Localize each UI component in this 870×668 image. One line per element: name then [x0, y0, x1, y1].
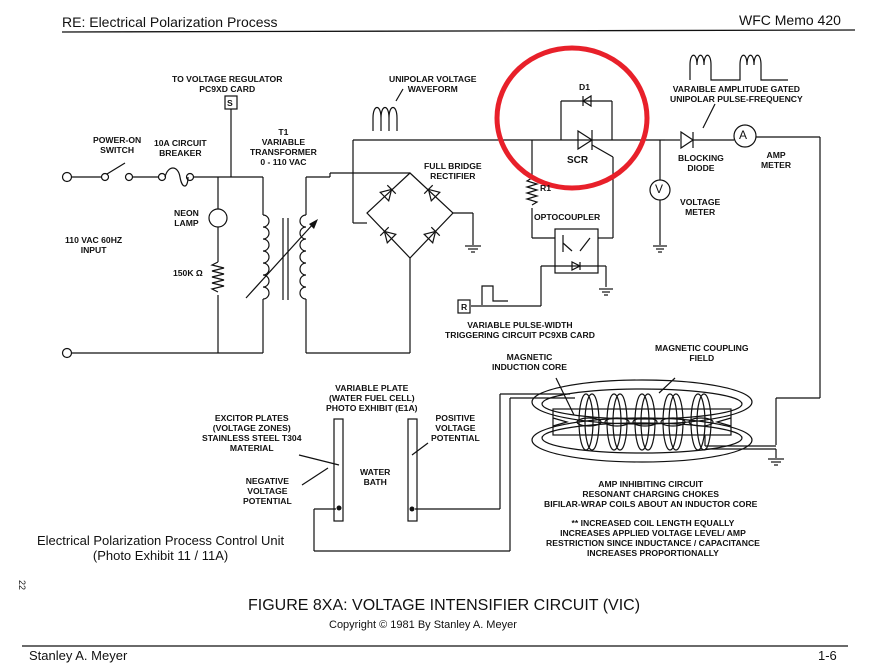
r1-resistor-symbol [524, 177, 540, 206]
transformer-primary-coil [262, 214, 270, 300]
bridge-rectifier-symbol [366, 172, 454, 259]
circuit-breaker-symbol [157, 167, 195, 187]
label-s-box: S [227, 98, 233, 108]
power-switch-symbol [100, 162, 134, 182]
header-rule [61, 29, 856, 33]
label-d1: D1 [579, 82, 590, 92]
coil-turn [612, 393, 628, 451]
label-scr: SCR [567, 155, 589, 166]
ground-symbol-meter [653, 245, 667, 253]
coil-turn [578, 393, 594, 451]
coil-turn [640, 393, 656, 451]
resistor-150k-symbol [210, 261, 225, 293]
coil-turn [606, 393, 622, 451]
coil-turn [662, 393, 678, 451]
ground-symbol-bridge [465, 245, 481, 253]
core-segment [660, 417, 686, 427]
scr-symbol [577, 129, 614, 238]
amp-meter-symbol [733, 124, 757, 148]
core-segment [688, 417, 714, 427]
input-terminal-top [61, 171, 73, 183]
footer-author: Stanley A. Meyer [29, 648, 128, 663]
ground-symbol-opto [599, 288, 613, 296]
coil-turn [634, 393, 650, 451]
label-r1: R1 [540, 183, 551, 193]
label-optocoupler: OPTOCOUPLER [534, 212, 601, 222]
caption-control-unit: Electrical Polarization Process Control … [37, 533, 285, 563]
neon-lamp-symbol [208, 208, 228, 228]
coil-turn [584, 393, 600, 451]
figure-title: FIGURE 8XA: VOLTAGE INTENSIFIER CIRCUIT … [248, 597, 641, 614]
label-excitor-plates: EXCITOR PLATES(VOLTAGE ZONES)STAINLESS S… [202, 413, 302, 453]
r-box [457, 299, 471, 314]
core-segment [604, 417, 630, 427]
blocking-diode-symbol [680, 130, 695, 150]
copyright-text: Copyright © 1981 By Stanley A. Meyer [329, 619, 517, 631]
ground-symbol-coil [768, 458, 784, 466]
coil-turn [696, 393, 712, 451]
label-resistor: 150K Ω [173, 268, 203, 278]
amp-symbol-text: A [739, 128, 748, 142]
unipolar-waveform [372, 106, 398, 131]
d1-diode-symbol [560, 94, 613, 140]
volt-symbol-text: V [655, 182, 664, 196]
pulse-waveform [481, 285, 508, 305]
gated-pulse-waveform [689, 54, 788, 81]
label-r-box: R [461, 302, 468, 312]
coil-turn [668, 393, 684, 451]
transformer-secondary-coil [299, 214, 307, 300]
coil-turn [690, 393, 706, 451]
core-segment [576, 417, 602, 427]
input-terminal-bottom [61, 347, 73, 359]
negative-plate [333, 418, 344, 522]
label-variable-plate: VARIABLE PLATE(WATER FUEL CELL)PHOTO EXH… [326, 383, 418, 413]
side-page-number: 22 [17, 580, 27, 591]
core-segment [632, 417, 658, 427]
bifilar-coil-assembly [531, 379, 753, 463]
positive-plate [407, 418, 418, 522]
header-right-title: WFC Memo 420 [739, 12, 841, 28]
optocoupler-symbol [554, 228, 599, 274]
variable-arrow [245, 222, 315, 299]
annotation-circle [494, 45, 650, 191]
footer-page-number: 1-6 [818, 648, 837, 663]
header-left-title: RE: Electrical Polarization Process [62, 14, 278, 30]
